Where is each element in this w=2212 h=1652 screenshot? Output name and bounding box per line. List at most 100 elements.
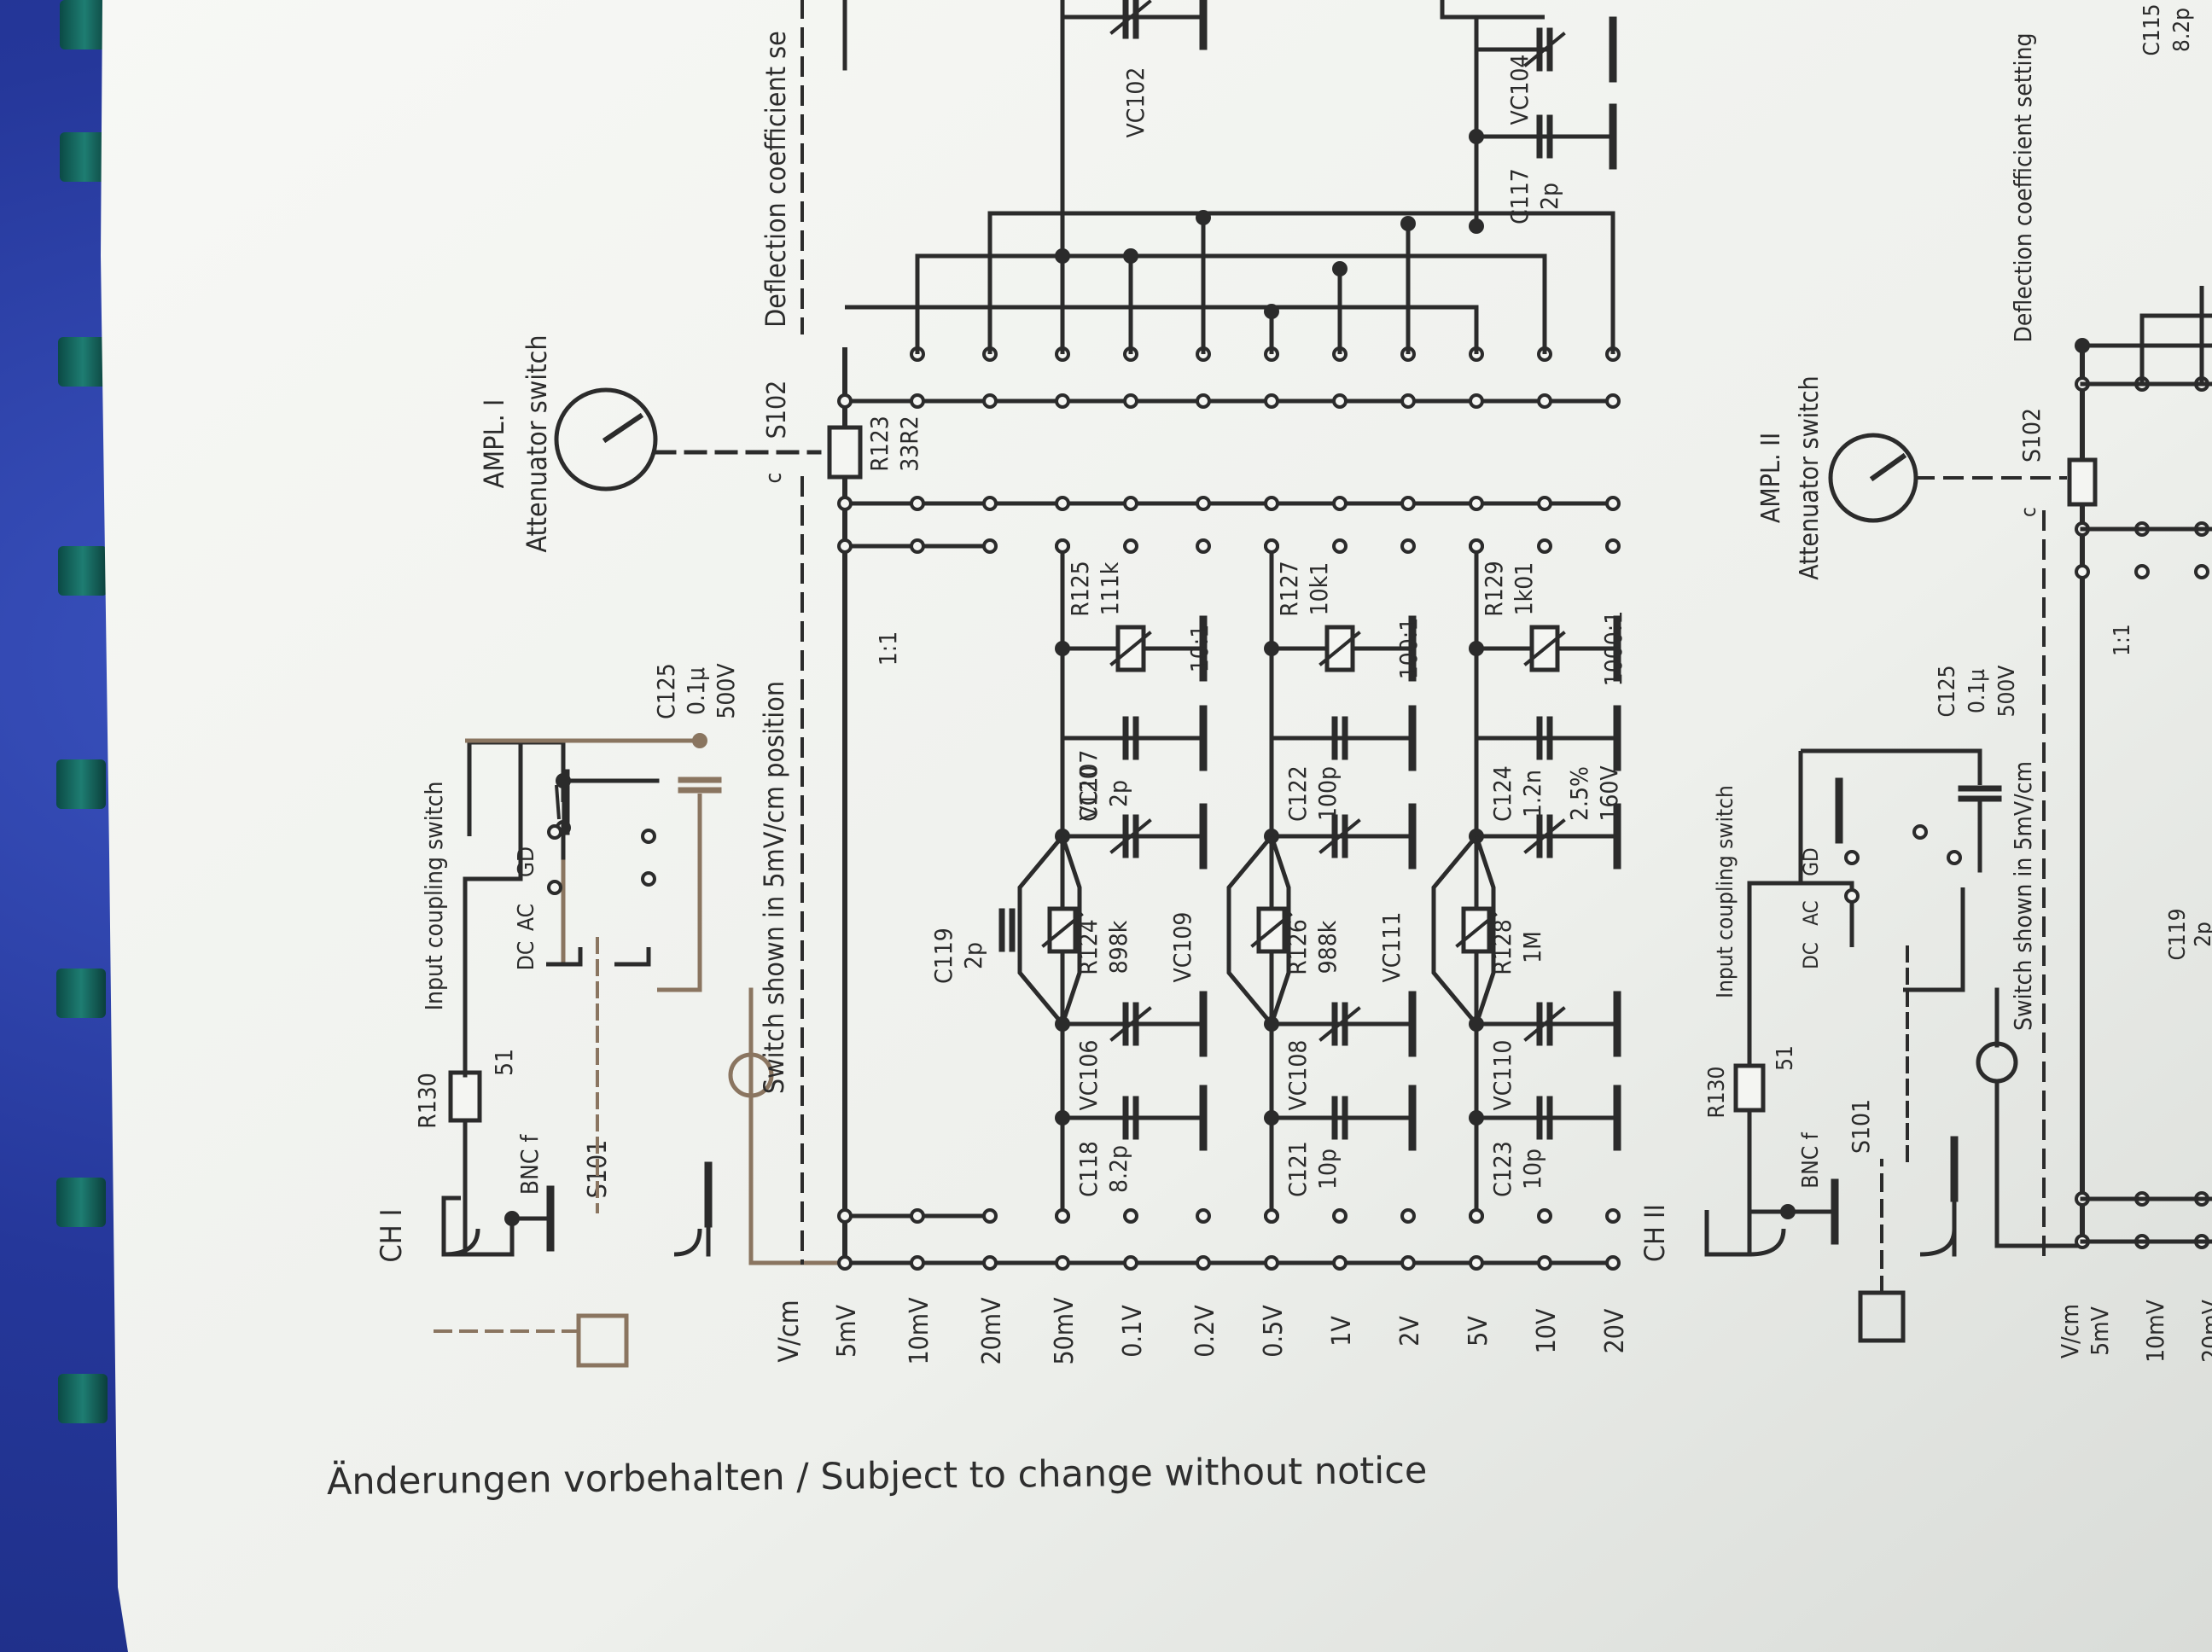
range-label-20V: 20V [1600,1308,1630,1353]
bnc-connector-box-2 [1858,1290,1906,1343]
indicator-circle [728,1052,774,1098]
switch-contact [1332,1208,1348,1224]
switch-contact [1912,824,1928,840]
range-label-5mV: 5mV [832,1304,862,1357]
switch-contact [1332,496,1348,511]
switch-contact [547,824,562,840]
range-label-20mV: 20mV [977,1297,1007,1365]
deflection2-label: Deflection coefficient setting [2009,32,2037,342]
switch-contact [910,393,925,409]
switch-contact [910,1208,925,1224]
variable-arrow [1318,631,1361,666]
binding-ring [60,132,109,182]
r128-value: 1M [1518,931,1546,963]
switch-contact [1400,1255,1416,1271]
wire [555,784,561,820]
r130b-value: 51 [1773,1045,1798,1071]
r125-value: 111k [1096,561,1124,615]
c119b-label: C119 [2165,909,2191,961]
range-label-2V: 2V [1395,1316,1425,1347]
wire [657,794,702,992]
range-label-50mV: 50mV [1050,1297,1080,1365]
r123-value: 33R2 [895,416,923,472]
variable-arrow [1523,818,1566,854]
switch-contact [1537,1208,1552,1224]
indicator-circle-2 [1976,1041,2018,1084]
r124-value: 898k [1104,920,1132,974]
r126-label: R126 [1284,919,1312,975]
resistor [448,1070,482,1123]
variable-arrow [1109,818,1152,854]
variable-arrow [1109,631,1152,666]
input-bus [1994,1081,2082,1248]
junction-dot [1332,261,1348,276]
switch-shown2-label: Switch shown in 5mV/cm [2009,761,2037,1031]
vc110-label: VC110 [1488,1040,1516,1111]
switch-contact [1332,393,1348,409]
switch-contact [837,496,853,511]
gd2-label: GD [1799,847,1823,875]
switch-contact [1844,888,1860,904]
switch-contact [1332,1255,1348,1271]
c123-value: 10p [1518,1149,1546,1190]
c125b-value: 0.1µ [1965,669,1990,713]
r123-label: R123 [865,416,894,472]
binding-ring [60,0,109,49]
switch-contact [1605,496,1621,511]
variable-arrow [1318,1006,1361,1042]
switch-contact [837,1208,853,1224]
c118-label: C118 [1074,1141,1103,1197]
switch-contact [1264,538,1279,554]
bnc-input-curve [1919,1228,1957,1257]
variable-arrow [1523,631,1566,666]
switch-contact [1469,538,1484,554]
switch-contact [1123,393,1138,409]
c-label: c [761,473,787,484]
switch-contact [1264,1255,1279,1271]
switch-contact [1537,1255,1552,1271]
binding-ring [56,1178,106,1227]
binding-ring [58,1374,108,1423]
switch-contact-leg [614,947,651,967]
r126-value: 988k [1313,920,1342,974]
junction-dot [1400,216,1416,231]
coupling-frame [463,740,523,990]
r130-label: R130 [413,1073,441,1129]
resistor [1461,906,1492,954]
range2-20mv: 20mV [2197,1299,2212,1363]
switch-contact [1605,1208,1621,1224]
vc106-label: VC106 [1074,1040,1103,1111]
c120-value: 2p [1104,780,1132,807]
c119b-value: 2p [2191,922,2212,947]
c121-value: 10p [1313,1149,1342,1190]
switch-contact [1537,538,1552,554]
bnc-input [441,1195,461,1254]
switch-contact [1469,1208,1484,1224]
switch-contact [1196,496,1211,511]
variable-arrow [1250,912,1293,948]
c119-value: 2p [959,942,987,969]
variable-arrow [1455,912,1498,948]
switch-contact [982,393,998,409]
variable-arrow [1318,818,1361,854]
c125-value: 0.1µ [682,667,710,715]
variable-arrow [1041,912,1084,948]
range-label-0.1V: 0.1V [1118,1305,1148,1358]
switch-contact [1264,1208,1279,1224]
switch-contact [1264,496,1279,511]
switch-contact [982,1255,998,1271]
wire [1440,0,1545,20]
vc107-label: VC107 [1074,750,1103,821]
range-label-10V: 10V [1532,1308,1562,1353]
c124-label: C124 [1488,765,1516,822]
switch-contact [1605,1255,1621,1271]
attenuator2-label: Attenuator switch [1795,375,1825,579]
range-label-10mV: 10mV [905,1297,934,1365]
c125b-value2: 500V [1994,666,2020,718]
switch-shown-label: Switch shown in 5mV/cm position [758,681,790,1094]
ch1-label: CH I [375,1208,409,1262]
c125-label: C125 [652,663,680,719]
wire [1269,835,1291,1025]
